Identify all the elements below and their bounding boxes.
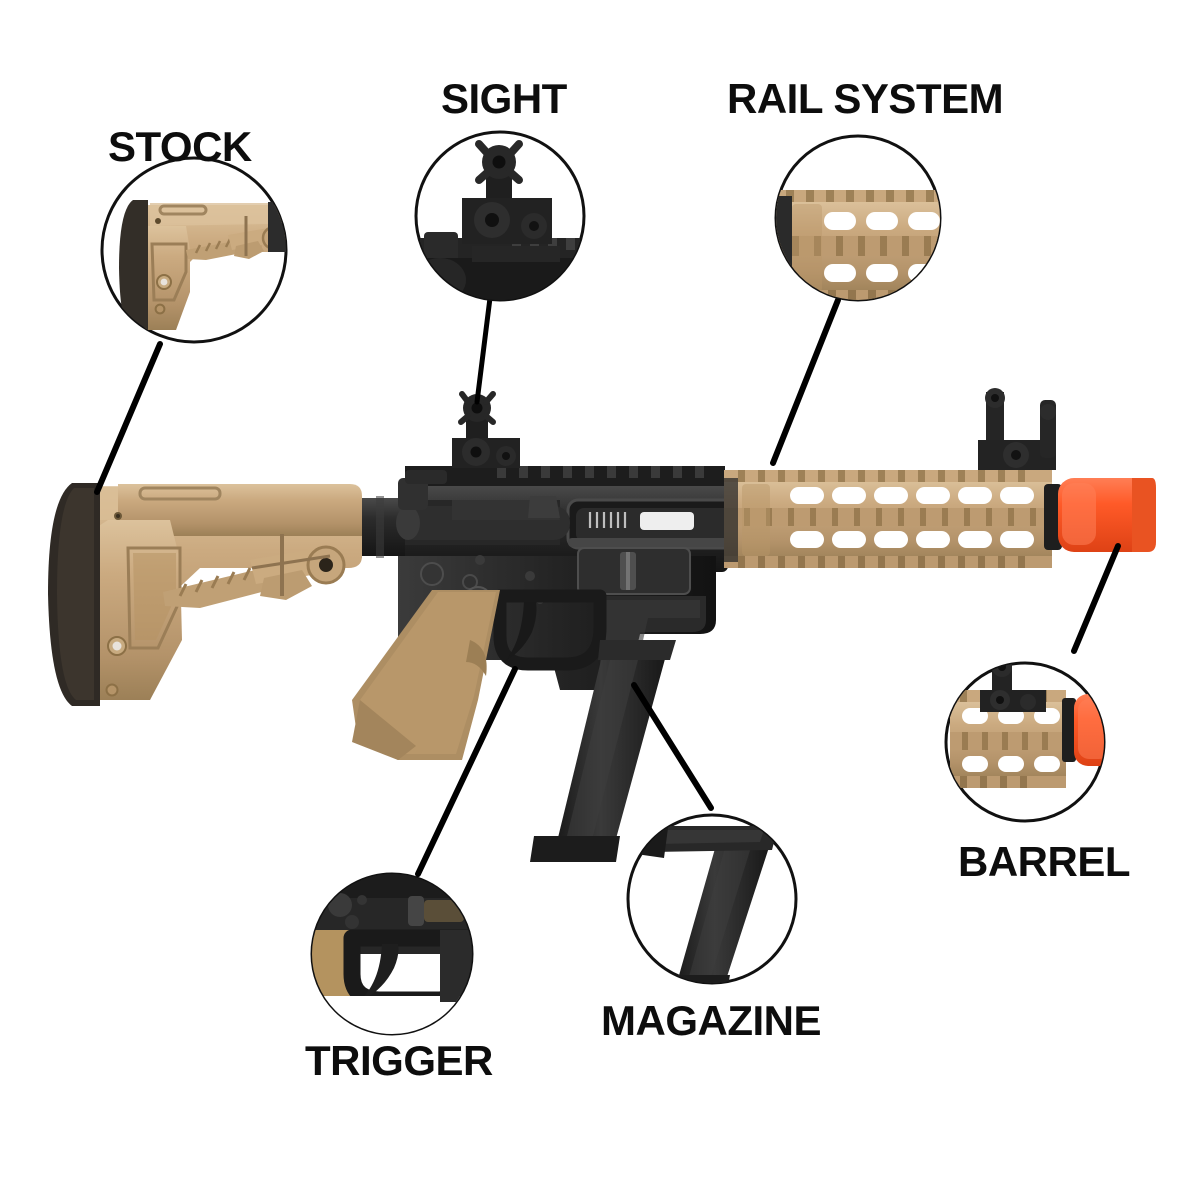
leader-lines	[94, 295, 1121, 877]
callout-circle-sight[interactable]	[414, 130, 586, 304]
leader-sight	[474, 295, 493, 405]
pistol-grip	[352, 590, 500, 760]
front-sight	[978, 388, 1056, 470]
leader-barrel	[1071, 543, 1121, 654]
stock	[48, 483, 362, 706]
rail-system-handguard	[724, 470, 1052, 568]
callout-circle-barrel[interactable]	[944, 657, 1166, 823]
label-stock: STOCK	[108, 123, 252, 170]
muzzle-tip	[1044, 478, 1156, 552]
label-trigger: TRIGGER	[305, 1037, 493, 1084]
rifle-main-image	[48, 388, 1156, 862]
callout-circle-trigger[interactable]	[310, 872, 494, 1038]
label-rail-system: RAIL SYSTEM	[727, 75, 1004, 122]
leader-stock	[94, 341, 163, 495]
label-magazine: MAGAZINE	[601, 997, 822, 1044]
trigger	[506, 602, 537, 660]
callout-circle-magazine[interactable]	[626, 813, 798, 996]
leader-magazine	[631, 682, 714, 811]
callout-circle-stock[interactable]	[100, 156, 300, 344]
callout-circle-rail-system[interactable]	[770, 134, 982, 302]
label-barrel: BARREL	[958, 838, 1131, 885]
magazine	[530, 640, 676, 862]
leader-rail	[770, 297, 841, 466]
label-sight: SIGHT	[441, 75, 567, 122]
leader-trigger	[415, 666, 518, 877]
rear-sight	[452, 391, 520, 468]
